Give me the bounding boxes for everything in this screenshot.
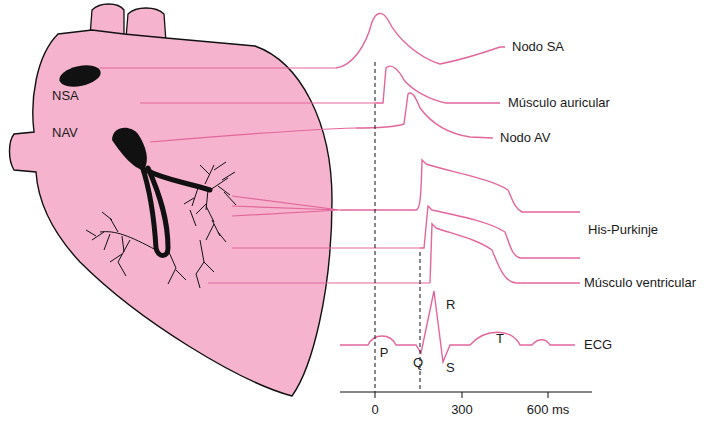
trace-label: Músculo auricular <box>508 95 610 110</box>
dashed-marker <box>375 62 376 392</box>
axis-tick-label: 300 <box>451 402 473 417</box>
trace-label: Nodo AV <box>500 130 550 145</box>
trace-label: Músculo ventricular <box>584 275 696 290</box>
action-potentials <box>336 13 580 283</box>
wave-label: S <box>446 360 455 375</box>
trace-label: His-Purkinje <box>588 222 658 237</box>
part-label: NSA <box>52 88 79 103</box>
sa-node <box>57 62 102 90</box>
leader-lines <box>100 68 430 283</box>
trace-label: ECG <box>584 337 612 352</box>
time-axis <box>340 392 592 398</box>
axis-tick-label: 600 ms <box>527 402 570 417</box>
trace-label: Nodo SA <box>512 39 564 54</box>
wave-label: Q <box>413 355 423 370</box>
axis-tick-label: 0 <box>371 402 378 417</box>
wave-label: T <box>496 331 504 346</box>
wave-label: R <box>446 297 455 312</box>
wave-label: P <box>380 345 389 360</box>
purkinje-fibers <box>86 162 236 288</box>
part-label: NAV <box>52 125 78 140</box>
dashed-marker <box>420 252 421 392</box>
